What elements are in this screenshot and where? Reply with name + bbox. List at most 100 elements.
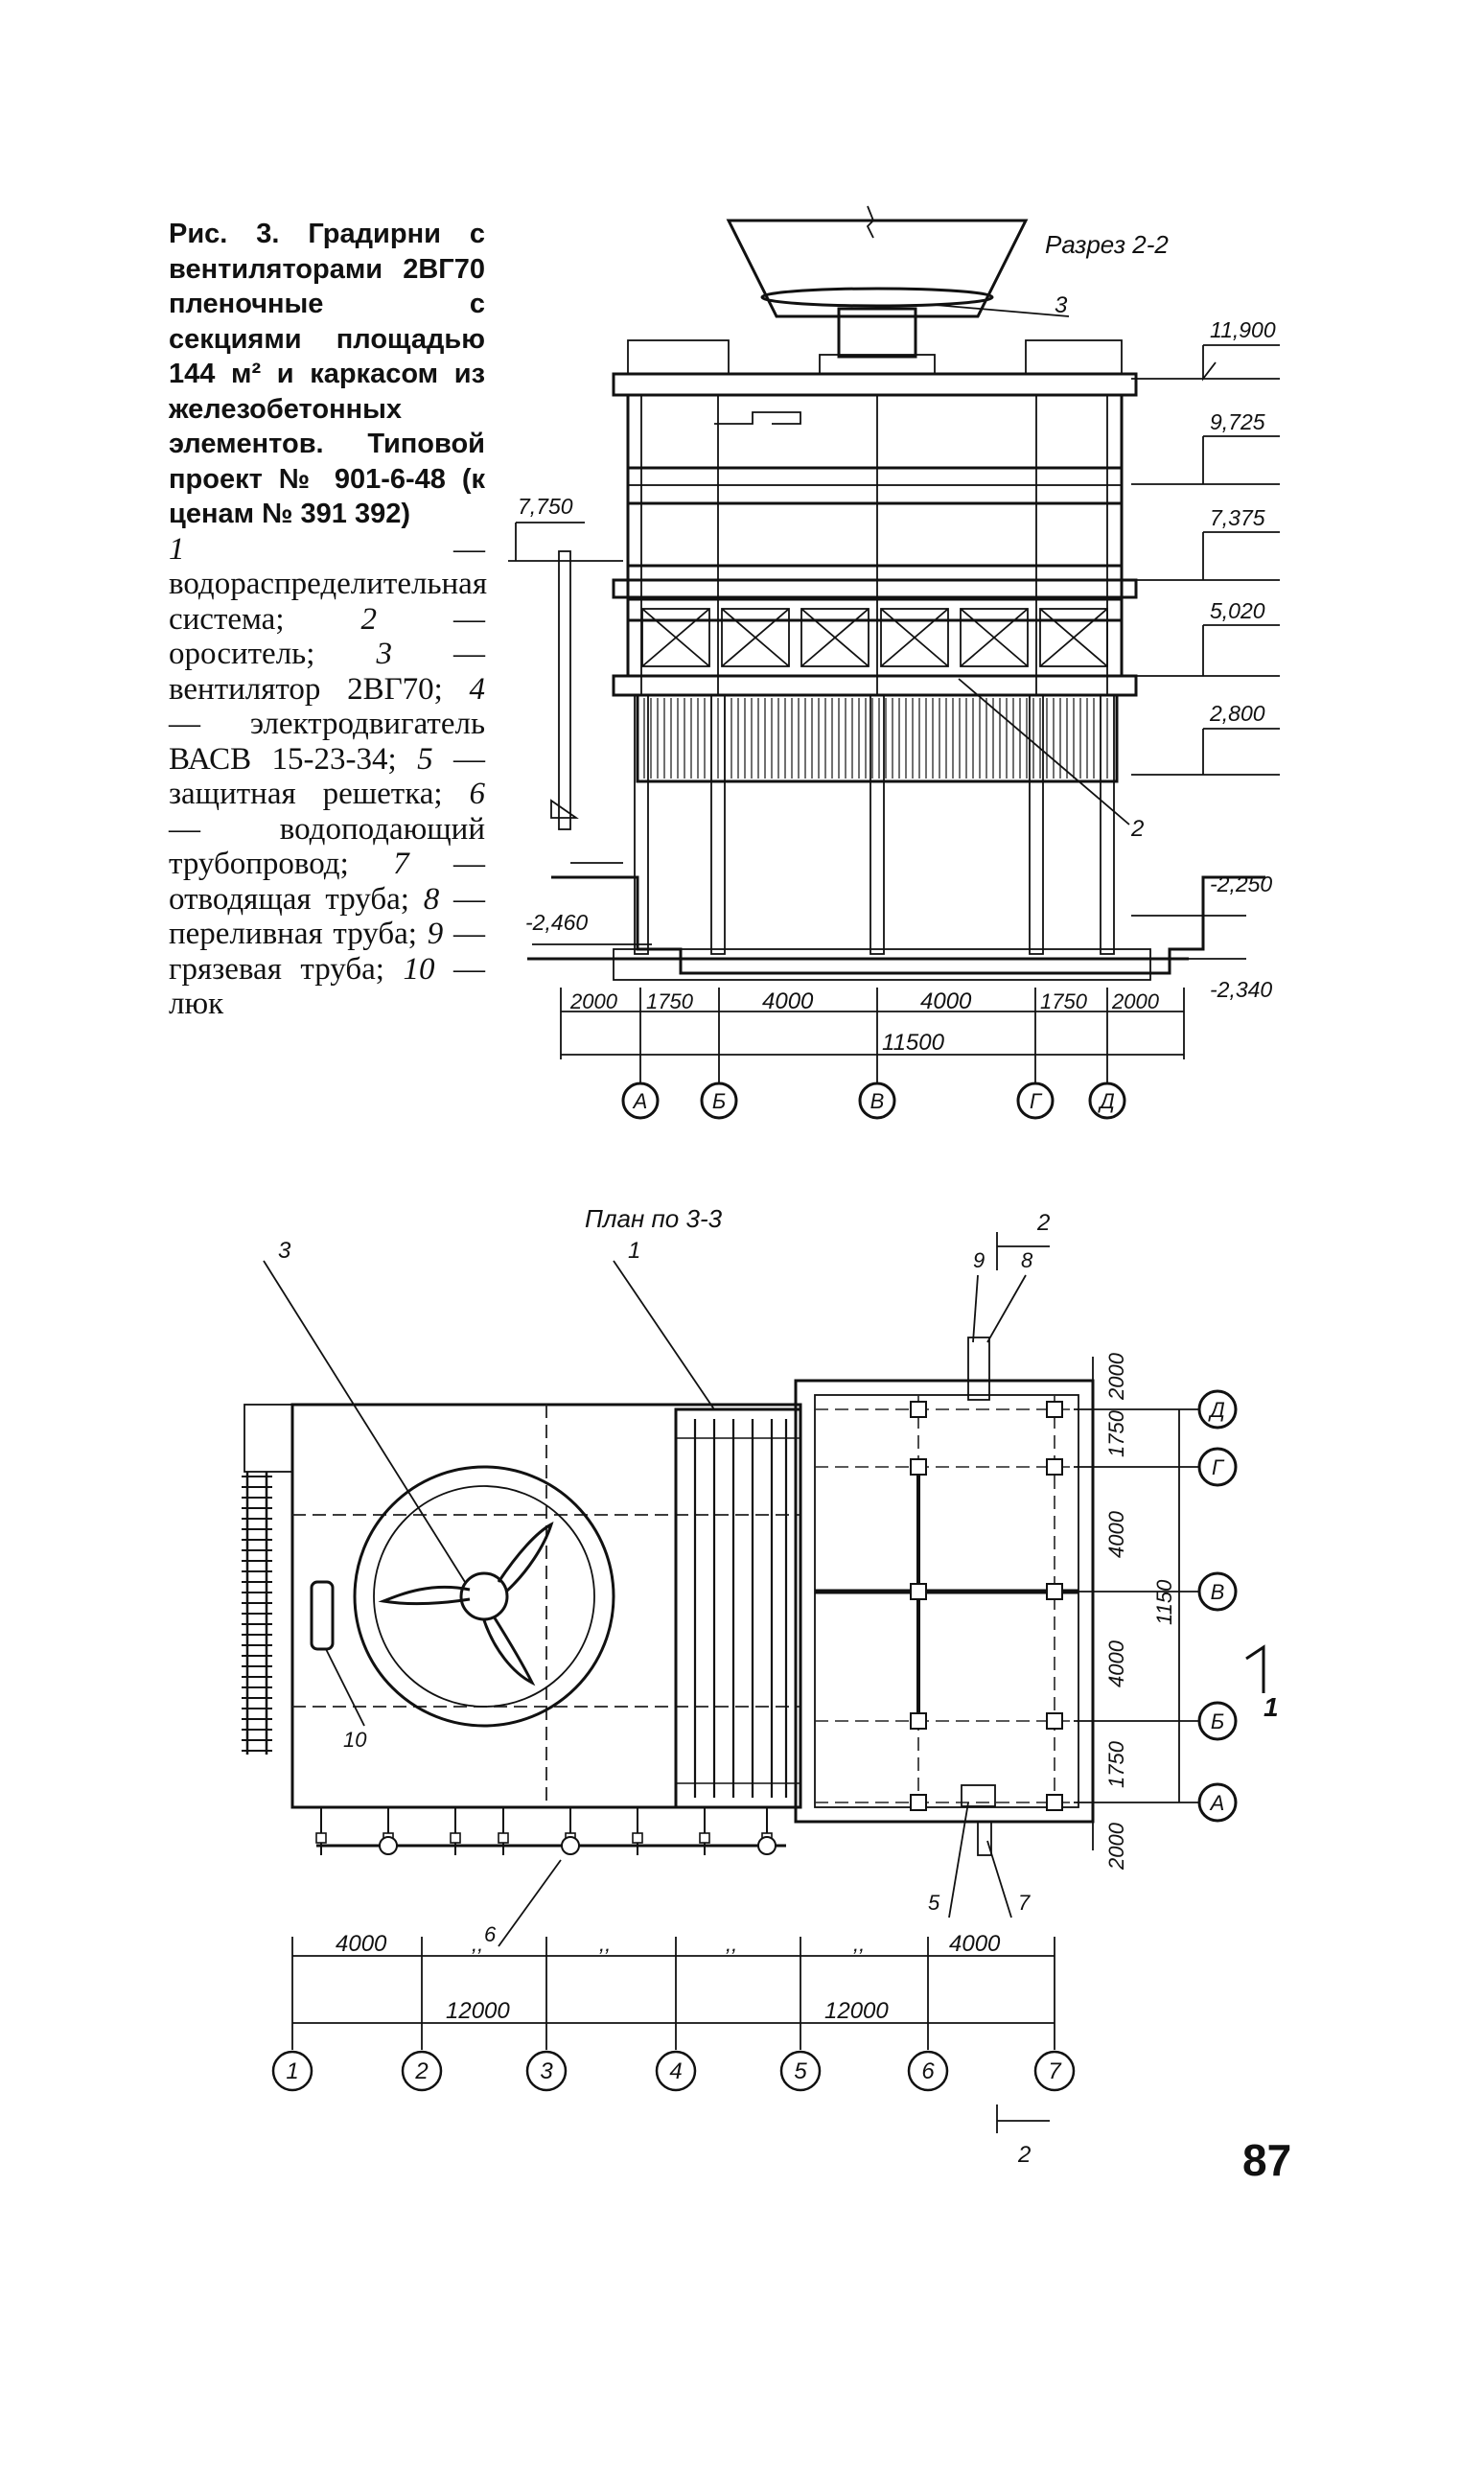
plan-view: План по 3-3 2 3 10 1: [242, 1204, 1279, 2168]
elevation-marks: [508, 344, 1280, 776]
cut-mark-top-label: 2: [1036, 1210, 1050, 1236]
row-axis-bubble-g: [1197, 1447, 1238, 1487]
dim-ticks: [560, 988, 1185, 1083]
column-axis-label: 7: [1048, 2058, 1062, 2084]
columns: [634, 395, 1115, 955]
column-axis-bubble: [401, 2050, 443, 2092]
row-axis-label-g: Г: [1212, 1455, 1225, 1479]
leader-3: [934, 304, 1070, 317]
plan-callout-10: 10: [343, 1728, 367, 1752]
cut-mark-bottom-label: 2: [1017, 2142, 1031, 2168]
plan-title: План по 3-3: [585, 1204, 723, 1233]
legend-item-number: 3: [376, 637, 392, 671]
supply-pipe-nodes: [315, 1807, 777, 1855]
right-dim-ticks: [1074, 1408, 1198, 1803]
top-slab: [612, 372, 1138, 397]
view-mark-arrow: [1245, 1644, 1265, 1693]
axis-label-b: Б: [712, 1089, 726, 1113]
row-axis-bubble-d: [1197, 1389, 1238, 1430]
axis-bubble-b: [700, 1081, 738, 1120]
dim-1750-left: 1750: [646, 989, 694, 1013]
legend-item-text: грязевая труба;: [169, 951, 384, 987]
column-axis-label: 5: [794, 2058, 807, 2084]
legend-item-text: ороситель;: [169, 637, 315, 671]
fan-diffuser: [726, 219, 1029, 318]
column-axis-bubble: [655, 2050, 697, 2092]
dim-2000-right: 2000: [1111, 989, 1160, 1013]
leader-10: [325, 1648, 365, 1727]
dim-1750-right: 1750: [1040, 989, 1088, 1013]
bottom-dim-ditto-4: ,,: [853, 1932, 865, 1956]
plan-callout-9: 9: [973, 1248, 985, 1272]
legend-item: 7 — отводящая труба;: [169, 847, 485, 917]
figure-legend: 1 — водораспределительная система; 2 — о…: [169, 531, 487, 1022]
plan-callout-8: 8: [1021, 1248, 1033, 1272]
bottom-dim-ticks: [291, 1937, 1055, 2028]
legend-item: 3 — вентилятор 2ВГ70;: [169, 637, 486, 707]
legend-item-number: 1: [169, 531, 185, 567]
legend-item-number: 2: [360, 601, 378, 637]
basin-outline: [551, 875, 1265, 975]
legend-item-number: 4: [469, 671, 486, 707]
upper-frame: [626, 393, 1124, 622]
row-axis-label-v: В: [1211, 1580, 1225, 1604]
bottom-dim-ditto-3: ,,: [726, 1932, 737, 1956]
leader-6: [498, 1859, 562, 1947]
valve: [550, 799, 579, 819]
right-dim-1750-bottom: 1750: [1104, 1740, 1128, 1788]
row-axis-label-b: Б: [1211, 1709, 1224, 1733]
axis-bubble-v: [858, 1081, 896, 1120]
elevation-7750: 7,750: [518, 494, 573, 519]
fan-blade: [760, 287, 994, 308]
legend-item-text: водораспределительная система;: [169, 567, 487, 637]
fan-blade-bottom: [482, 1616, 536, 1686]
elevation-2800: 2,800: [1209, 701, 1265, 726]
column-axis-label: 6: [921, 2058, 935, 2084]
legend-item: 2 — ороситель;: [169, 601, 485, 672]
dim-4000-right: 4000: [920, 988, 972, 1014]
column-axis-label: 3: [540, 2058, 553, 2084]
distribution-pack: [674, 1407, 802, 1809]
column-axis-label: 2: [414, 2058, 428, 2084]
bottom-total-12000-left: 12000: [446, 1998, 510, 2024]
bottom-dim-ditto-2: ,,: [599, 1932, 611, 1956]
legend-item: 6 — водоподающий трубопровод;: [169, 777, 486, 881]
legend-item: 1 — водораспределительная система;: [169, 531, 487, 637]
axis-bubble-a: [621, 1081, 660, 1120]
callout-3: 3: [1055, 292, 1068, 318]
plan-callout-6: 6: [484, 1922, 497, 1946]
leader-5: [948, 1802, 969, 1918]
leader-7: [986, 1840, 1012, 1918]
elevation-minus-2340: -2,340: [1210, 977, 1272, 1002]
legend-item-text: электродвигатель ВАСВ 15-23-34;: [169, 707, 485, 777]
right-dim-total: 1150: [1152, 1579, 1176, 1625]
axis-bubble-d: [1088, 1081, 1126, 1120]
legend-item: 4 — электродвигатель ВАСВ 15-23-34;: [169, 671, 486, 777]
column-axis-bubble: [1033, 2050, 1076, 2092]
plan-callout-1: 1: [628, 1238, 640, 1264]
riser-pipe: [558, 550, 571, 830]
legend-item-text: защитная решетка;: [169, 777, 443, 811]
fan-ring-outer: [353, 1465, 615, 1728]
basin-inner: [814, 1394, 1079, 1808]
slab-5020: [612, 674, 1138, 697]
column-axis-label: 1: [286, 2058, 298, 2084]
axis-label-v: В: [870, 1089, 885, 1113]
column-axis-bubble: [271, 2050, 313, 2092]
distribution-pipe: [714, 411, 801, 425]
elevation-7375: 7,375: [1210, 505, 1265, 530]
eliminator-panels: [626, 597, 1124, 678]
leader-9: [972, 1274, 979, 1343]
elevation-minus-2250: -2,250: [1210, 872, 1272, 896]
figure-caption: Рис. 3. Градирни с вентиляторами 2ВГ70 п…: [169, 217, 487, 1022]
leader-3-plan: [263, 1260, 466, 1583]
top-parapet-right: [1025, 339, 1123, 375]
motor-housing: [837, 307, 917, 359]
legend-item-number: 7: [393, 847, 409, 881]
legend-item-text: вентилятор 2ВГ70;: [169, 671, 443, 707]
legend-item-number: 9: [427, 917, 444, 951]
outlet-pipe: [977, 1821, 992, 1856]
leader-2: [958, 678, 1130, 825]
